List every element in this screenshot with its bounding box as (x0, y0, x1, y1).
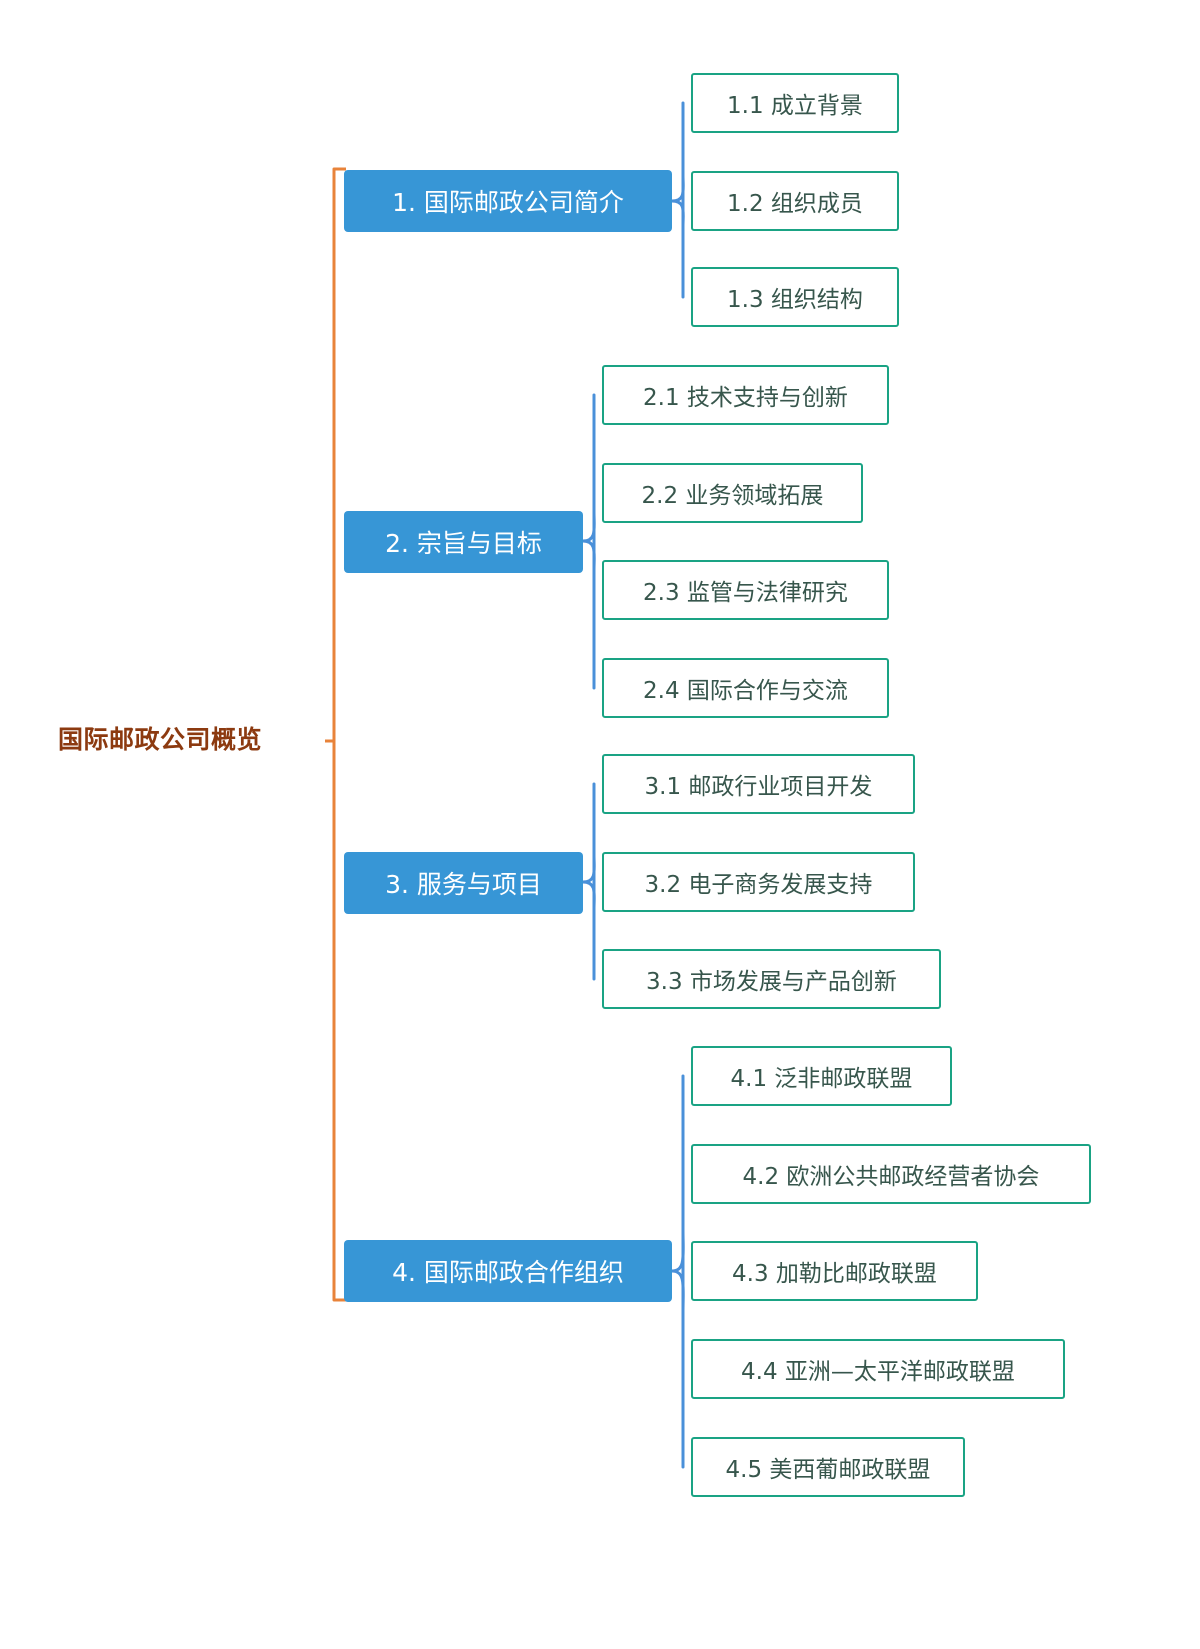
leaf-node-4-1[interactable]: 4.1 泛非邮政联盟 (691, 1046, 952, 1106)
leaf-node-4-4[interactable]: 4.4 亚洲—太平洋邮政联盟 (691, 1339, 1065, 1399)
branch-4-brace (670, 1074, 685, 1469)
leaf-node-1-3[interactable]: 1.3 组织结构 (691, 267, 899, 327)
leaf-node-4-2[interactable]: 4.2 欧洲公共邮政经营者协会 (691, 1144, 1091, 1204)
root-node-label[interactable]: 国际邮政公司概览 (58, 725, 263, 754)
leaf-node-1-1[interactable]: 1.1 成立背景 (691, 73, 899, 133)
leaf-node-3-3[interactable]: 3.3 市场发展与产品创新 (602, 949, 941, 1009)
branch-node-2[interactable]: 2. 宗旨与目标 (344, 511, 583, 573)
leaf-node-3-1[interactable]: 3.1 邮政行业项目开发 (602, 754, 915, 814)
branch-2-brace (581, 393, 596, 690)
leaf-node-2-3[interactable]: 2.3 监管与法律研究 (602, 560, 889, 620)
branch-node-3[interactable]: 3. 服务与项目 (344, 852, 583, 914)
branch-1-brace (670, 101, 685, 299)
leaf-node-2-2[interactable]: 2.2 业务领域拓展 (602, 463, 863, 523)
branch-3-brace (581, 782, 596, 981)
leaf-node-1-2[interactable]: 1.2 组织成员 (691, 171, 899, 231)
leaf-node-2-1[interactable]: 2.1 技术支持与创新 (602, 365, 889, 425)
leaf-node-4-5[interactable]: 4.5 美西葡邮政联盟 (691, 1437, 965, 1497)
leaf-node-2-4[interactable]: 2.4 国际合作与交流 (602, 658, 889, 718)
branch-node-1[interactable]: 1. 国际邮政公司简介 (344, 170, 672, 232)
leaf-node-4-3[interactable]: 4.3 加勒比邮政联盟 (691, 1241, 978, 1301)
leaf-node-3-2[interactable]: 3.2 电子商务发展支持 (602, 852, 915, 912)
branch-node-4[interactable]: 4. 国际邮政合作组织 (344, 1240, 672, 1302)
